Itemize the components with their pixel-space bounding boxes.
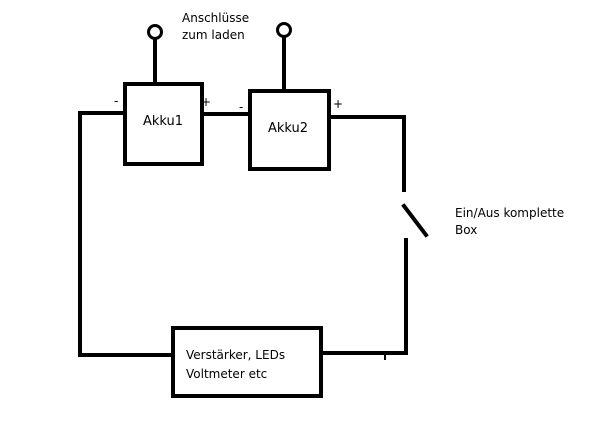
charging-label-line-1: Anschlüsse bbox=[182, 11, 250, 25]
switch-lever bbox=[401, 203, 429, 238]
battery1-plus: + bbox=[201, 95, 212, 109]
charging-terminal-head-2 bbox=[276, 22, 292, 38]
switch-label-line-1: Ein/Aus komplette bbox=[455, 206, 565, 220]
wire-right-bottom bbox=[320, 238, 408, 355]
load-label-line-1: Verstärker, LEDs bbox=[186, 348, 286, 362]
wire-left-loop bbox=[78, 111, 174, 357]
battery1-minus: - bbox=[114, 94, 119, 108]
battery2-plus: + bbox=[333, 97, 344, 111]
load-label-line-2: Voltmeter etc bbox=[186, 367, 268, 381]
battery2-label: Akku2 bbox=[268, 121, 309, 136]
charging-label-line-2: zum laden bbox=[182, 28, 245, 42]
battery2-minus: - bbox=[239, 100, 244, 114]
battery2-box bbox=[248, 89, 331, 171]
wire-right-top bbox=[328, 115, 406, 192]
battery1-label: Akku1 bbox=[143, 114, 184, 129]
load-box bbox=[171, 326, 323, 398]
switch-label-line-2: Box bbox=[455, 223, 478, 237]
charging-terminal-head-1 bbox=[147, 24, 163, 40]
battery1-box bbox=[123, 82, 204, 166]
